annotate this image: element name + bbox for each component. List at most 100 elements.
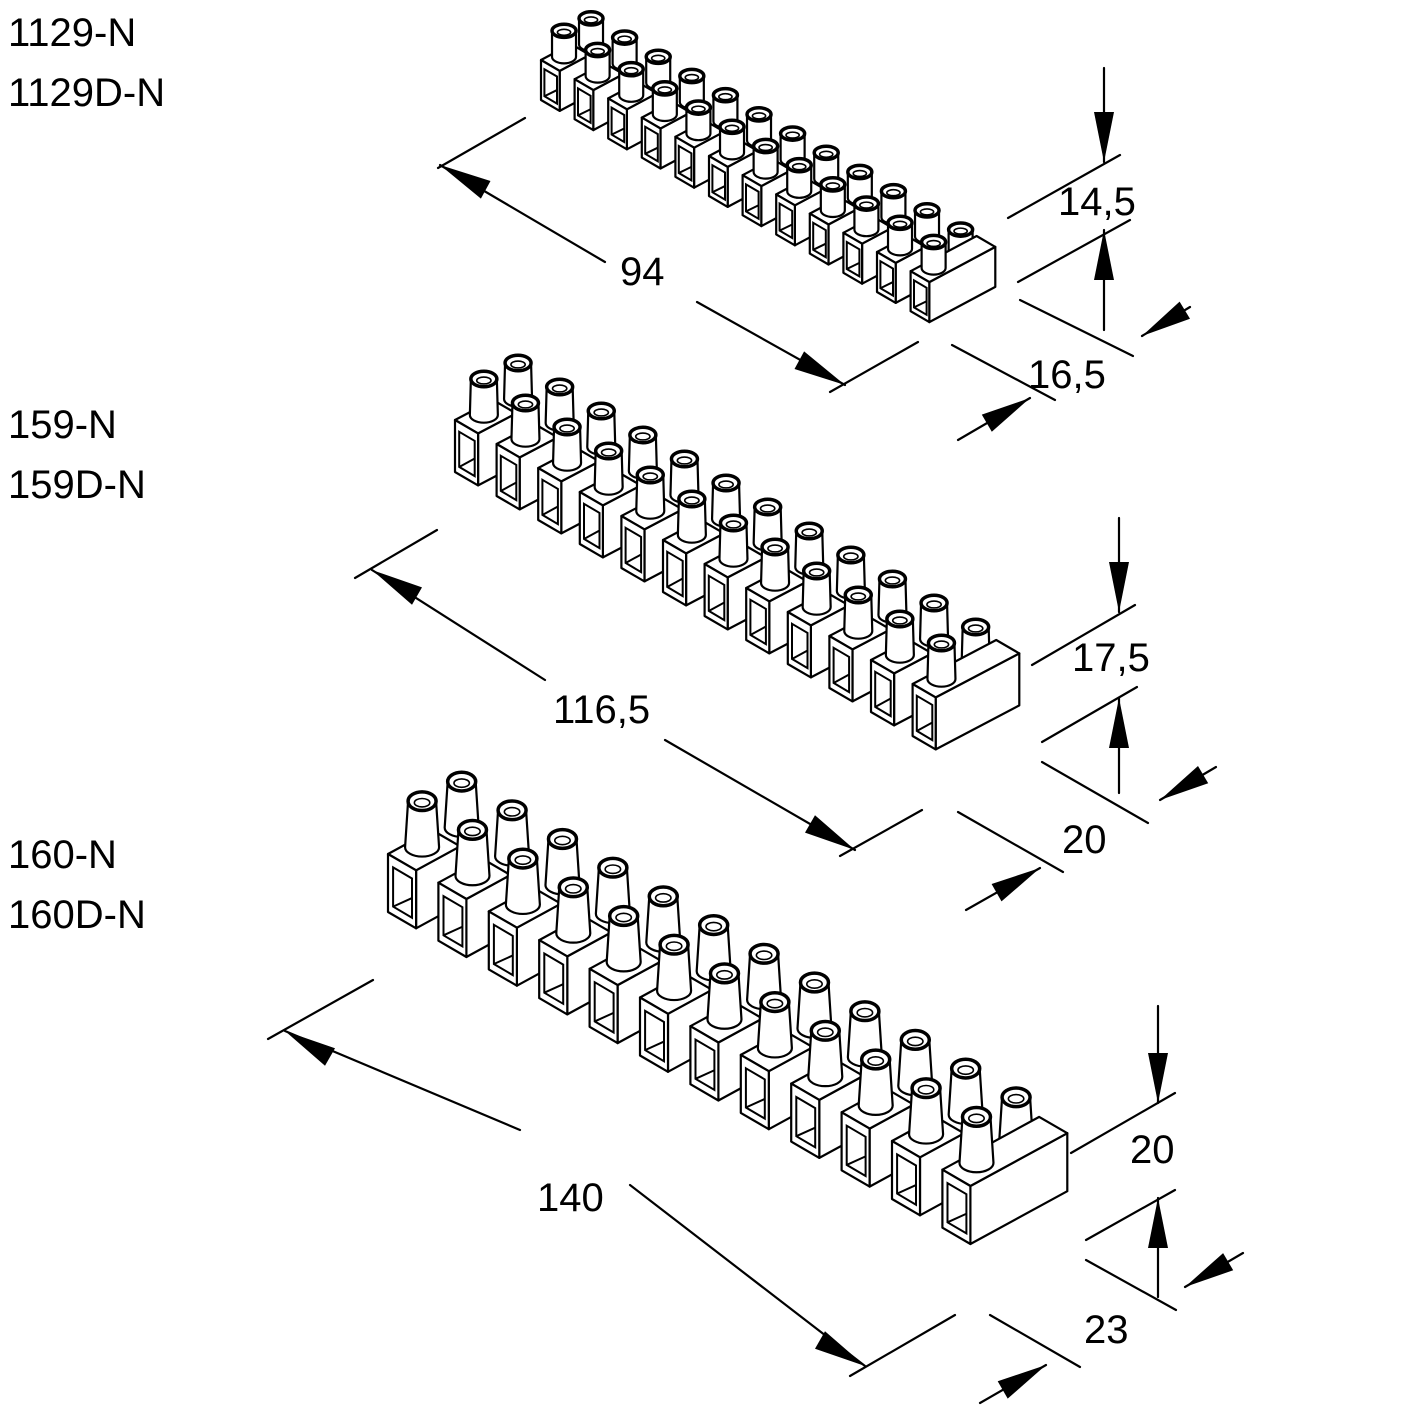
front-screw-cap-screw — [683, 496, 700, 505]
terminal-cell-wire-opening — [879, 259, 894, 298]
model-label-1129-n: 1129-N — [8, 11, 137, 55]
terminal-cell-front-face — [911, 682, 937, 751]
rear-screw-cap-screw — [617, 35, 633, 43]
terminal-cell-wire-opening — [749, 598, 767, 646]
length-arrow-end — [805, 815, 855, 850]
length-arrow-start — [440, 165, 491, 199]
terminal-cell-wire-opening — [442, 894, 464, 949]
front-screw-cap-screw — [564, 883, 582, 894]
rear-screw-cap-screw — [759, 504, 776, 513]
terminal-cell-front-face — [578, 490, 605, 559]
rear-screw-cap-screw — [967, 624, 984, 633]
terminal-cell-wire-opening — [915, 694, 934, 742]
dimension-length-160: 140 — [537, 1176, 604, 1220]
terminal — [573, 29, 639, 132]
terminal — [909, 221, 997, 324]
rear-screw-cap-screw — [650, 54, 666, 63]
terminal-cell-front-face — [640, 116, 662, 170]
terminal — [911, 617, 1021, 751]
terminal-cell-wire-opening — [832, 646, 851, 694]
terminal-cell-front-face — [828, 634, 854, 703]
terminal-cell-wire-opening — [499, 454, 518, 502]
dimension-depth-1129: 16,5 — [1028, 353, 1106, 397]
front-screw-cap-screw — [859, 201, 874, 209]
terminal-cell-front-face — [620, 514, 646, 583]
terminal-cell-front-face — [661, 538, 688, 607]
terminal — [842, 182, 908, 285]
dimension-height-1129: 14,5 — [1058, 180, 1136, 224]
extension-line — [436, 116, 527, 170]
terminal-cell-wire-opening — [644, 1009, 665, 1063]
terminal-cell-opening-edge — [812, 242, 827, 251]
terminal-cell-front-face — [538, 938, 569, 1016]
dimension-length-1129: 94 — [620, 250, 665, 294]
model-label-160-n: 160-N — [8, 833, 117, 877]
extension-line — [1030, 603, 1137, 667]
terminal-block-1129-n — [539, 10, 997, 324]
extension-line — [1006, 153, 1122, 220]
terminal-cell-front-face — [607, 97, 629, 151]
front-screw-cap-screw — [816, 1027, 834, 1038]
rear-screw-cap-screw — [604, 864, 622, 875]
extension-line — [266, 978, 375, 1041]
rear-screw-cap-screw — [906, 1036, 924, 1047]
terminal-cell-wire-opening — [677, 144, 693, 183]
terminal-cell-opening-edge — [611, 127, 625, 136]
rear-screw-cap-screw — [919, 208, 935, 216]
terminal-cell-opening-edge — [543, 89, 558, 98]
terminal-cell-opening-edge — [874, 697, 892, 708]
dimension-set-160-n — [266, 978, 1245, 1405]
terminal-cell-opening-edge — [543, 983, 564, 994]
model-label-1129d-n: 1129D-N — [8, 71, 166, 115]
rear-screw-cap-screw — [852, 169, 868, 178]
terminal — [941, 1086, 1069, 1246]
dimension-height-159: 17,5 — [1072, 636, 1150, 680]
extension-line — [1040, 685, 1139, 744]
rear-screw-cap-screw — [593, 408, 610, 417]
terminal-cell-front-face — [786, 610, 813, 679]
rear-screw-cap-screw — [553, 835, 571, 846]
terminal-cell-opening-edge — [678, 165, 692, 174]
front-screw-cap-screw — [892, 220, 908, 229]
terminal-cell-wire-opening — [913, 278, 928, 317]
terminal-cell-front-face — [487, 910, 519, 987]
front-screw-cap-screw — [767, 544, 784, 553]
terminal-cell-opening-edge — [913, 300, 928, 309]
terminal-cell-front-face — [775, 193, 797, 247]
terminal-cell-front-face — [495, 442, 521, 511]
front-screw-cap-screw — [891, 616, 908, 625]
front-screw-cap-screw — [590, 47, 606, 56]
rear-screw-cap-screw — [785, 131, 801, 139]
length-arrow-end — [794, 351, 845, 385]
terminal-cell-front-face — [790, 1082, 821, 1160]
front-screw-cap-screw — [758, 143, 774, 152]
terminal-cell-opening-edge — [493, 954, 514, 965]
terminal — [578, 425, 658, 559]
rear-screw-cap-screw — [805, 978, 823, 990]
terminal-cell-opening-edge — [896, 1184, 917, 1195]
terminal-cell-front-face — [869, 658, 896, 727]
rear-screw-cap-screw — [718, 92, 733, 101]
extension-line — [956, 810, 1065, 874]
terminal-cell-wire-opening — [744, 1066, 766, 1121]
terminal-cell-front-face — [875, 250, 897, 304]
front-screw-cap-screw — [926, 239, 942, 248]
front-screw-cap-screw — [933, 640, 950, 649]
extension-line — [1084, 1258, 1178, 1312]
terminal-cell-front-face — [573, 78, 595, 132]
terminal-cell-opening-edge — [392, 897, 413, 908]
terminal-cell-wire-opening — [610, 105, 626, 144]
extension-line — [1018, 298, 1135, 358]
rear-screw-cap-screw — [886, 188, 901, 197]
extension-line — [1084, 1188, 1177, 1242]
terminal-cell-front-face — [537, 466, 563, 535]
terminal-cell-wire-opening — [874, 670, 892, 718]
terminal-cell-wire-opening — [795, 1095, 817, 1150]
terminal-cell-opening-edge — [594, 1011, 614, 1023]
rear-screw-cap-screw — [718, 480, 735, 489]
terminal-cell-front-face — [674, 135, 696, 189]
depth-arrow-front — [997, 1365, 1046, 1399]
terminal-cell-front-face — [707, 154, 729, 208]
front-screw-cap-screw — [967, 1113, 985, 1124]
